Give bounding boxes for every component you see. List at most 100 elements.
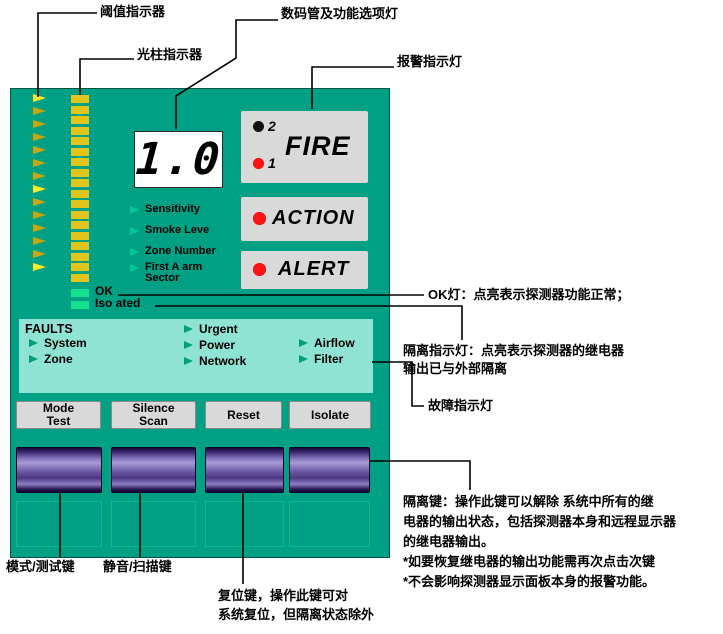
- bargraph-segment: [71, 105, 89, 114]
- bargraph-segment: [71, 116, 89, 124]
- function-light-first-alarm: First A arm: [130, 262, 202, 273]
- function-light-zone-number: Zone Number: [130, 246, 216, 257]
- bargraph-segment: [71, 189, 89, 198]
- led-triangle-icon: [184, 357, 193, 365]
- ok-led: [71, 289, 89, 297]
- bargraph-segment: [71, 252, 89, 261]
- threshold-led: [33, 211, 46, 219]
- bargraph-segment: [71, 242, 89, 250]
- bargraph-segment: [71, 158, 89, 166]
- ok-label: OK: [95, 284, 113, 298]
- fault-item-zone: Zone: [29, 353, 73, 365]
- mode-test-key[interactable]: [16, 447, 102, 493]
- annotation-threshold-indicator: 阈值指示器: [100, 4, 166, 19]
- faults-panel: FAULTS System Zone Urgent Power Network …: [19, 319, 373, 393]
- action-indicator-box: ACTION: [241, 197, 368, 241]
- threshold-led: [33, 94, 46, 102]
- bargraph-segment: [71, 263, 89, 271]
- function-light-sector-label: Sector: [145, 272, 180, 284]
- alert-led: [253, 263, 266, 276]
- annotation-ok-led: OK灯：点亮表示探测器功能正常；: [428, 287, 630, 302]
- threshold-led: [33, 133, 46, 141]
- threshold-led: [33, 146, 46, 154]
- bargraph-segment: [71, 231, 89, 240]
- fault-item-urgent: Urgent: [184, 323, 238, 335]
- threshold-led: [33, 107, 46, 115]
- fire-zone1-led: [253, 158, 264, 169]
- alert-indicator-box: ALERT: [241, 251, 368, 289]
- reset-button[interactable]: Reset: [205, 401, 282, 429]
- isolate-key[interactable]: [289, 447, 370, 493]
- fire-zone2-number: 2: [268, 118, 276, 134]
- isolated-label: Iso ated: [95, 296, 141, 310]
- led-triangle-icon: [184, 341, 193, 349]
- annotation-alarm-leds: 报警指示灯: [397, 54, 463, 69]
- mode-test-button[interactable]: Mode Test: [16, 401, 101, 429]
- threshold-led: [33, 172, 46, 180]
- annotation-bargraph: 光柱指示器: [137, 47, 203, 62]
- led-triangle-icon: [299, 339, 308, 347]
- threshold-led: [33, 263, 46, 271]
- bargraph-segment: [71, 179, 89, 187]
- fire-zone1-number: 1: [268, 155, 276, 171]
- empty-key-slot: [16, 501, 102, 547]
- threshold-column: [33, 94, 46, 276]
- threshold-led: [33, 224, 46, 232]
- reset-key[interactable]: [205, 447, 284, 493]
- faults-title: FAULTS: [25, 322, 73, 336]
- bargraph-column: [71, 95, 89, 284]
- annotation-reset-key: 复位键，操作此键可对 系统复位，但隔离状态除外: [218, 588, 375, 622]
- isolated-led: [71, 301, 89, 309]
- bargraph-segment: [71, 137, 89, 145]
- annotation-silence-scan-key: 静音/扫描键: [103, 559, 172, 574]
- fault-item-filter: Filter: [299, 353, 343, 365]
- led-triangle-icon: [130, 226, 139, 235]
- led-triangle-icon: [29, 355, 38, 363]
- threshold-led: [33, 198, 46, 206]
- bargraph-segment: [71, 126, 89, 135]
- display-value: 1.0: [133, 134, 224, 185]
- fault-item-power: Power: [184, 339, 235, 351]
- fire-zone2-led: [253, 121, 264, 132]
- empty-key-slot: [205, 501, 284, 547]
- seven-segment-display: 1.0: [134, 131, 223, 188]
- threshold-led: [33, 120, 46, 128]
- annotation-display: 数码管及功能选项灯: [281, 6, 399, 21]
- silence-scan-button[interactable]: Silence Scan: [111, 401, 196, 429]
- threshold-led: [33, 237, 46, 245]
- isolate-button[interactable]: Isolate: [289, 401, 371, 429]
- empty-key-slot: [111, 501, 196, 547]
- annotation-fault-leds: 故障指示灯: [428, 398, 494, 413]
- fire-label: FIRE: [285, 131, 351, 161]
- fault-item-airflow: Airflow: [299, 337, 355, 349]
- empty-key-slot: [289, 501, 370, 547]
- led-triangle-icon: [130, 205, 139, 214]
- bargraph-segment: [71, 273, 89, 282]
- bargraph-segment: [71, 168, 89, 177]
- threshold-led: [33, 250, 46, 258]
- threshold-led: [33, 159, 46, 167]
- alert-label: ALERT: [278, 258, 350, 280]
- function-light-sensitivity: Sensitivity: [130, 204, 200, 215]
- action-led: [253, 212, 266, 225]
- bargraph-segment: [71, 147, 89, 156]
- fault-item-system: System: [29, 337, 87, 349]
- bargraph-segment: [71, 210, 89, 219]
- threshold-led: [33, 185, 46, 193]
- led-triangle-icon: [184, 325, 193, 333]
- fire-indicator-box: 2 FIRE 1: [241, 111, 368, 183]
- annotation-isolate-key: 隔离键：操作此键可以解除 系统中所有的继 电器的输出状态，包括探测器本身和远程显…: [403, 494, 677, 589]
- silence-scan-key[interactable]: [111, 447, 196, 493]
- function-light-smoke-level: Smoke Leve: [130, 225, 209, 236]
- bargraph-segment: [71, 221, 89, 229]
- led-triangle-icon: [130, 263, 139, 272]
- bargraph-segment: [71, 95, 89, 103]
- bargraph-segment: [71, 200, 89, 208]
- led-triangle-icon: [29, 339, 38, 347]
- led-triangle-icon: [299, 355, 308, 363]
- annotation-isolated-led: 隔离指示灯：点亮表示探测器的继电器 输出已与外部隔离: [403, 343, 625, 376]
- annotation-mode-test-key: 模式/测试键: [6, 559, 75, 574]
- detector-front-panel: OK Iso ated 1.0 Sensitivity Smoke Leve Z…: [10, 88, 390, 558]
- led-triangle-icon: [130, 247, 139, 256]
- action-label: ACTION: [272, 207, 355, 229]
